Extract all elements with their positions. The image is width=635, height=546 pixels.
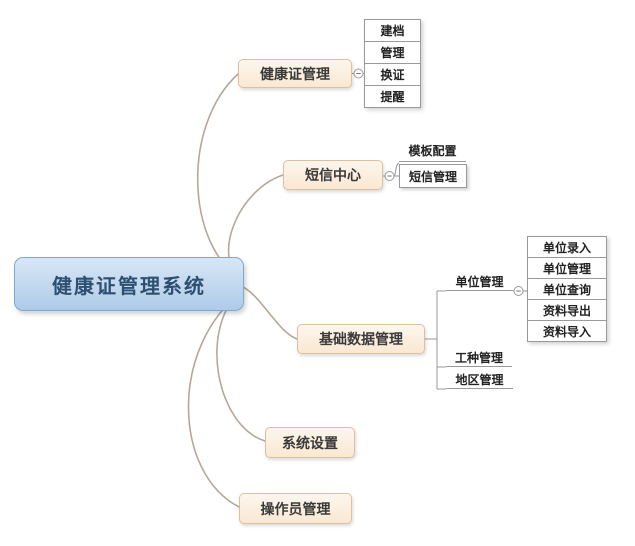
node-region-mgmt[interactable]: 地区管理	[446, 373, 513, 389]
collapse-toggle-sms[interactable]	[384, 171, 395, 181]
edge-root-cert	[196, 73, 244, 282]
edge-root-basic	[242, 286, 298, 340]
collapse-toggles	[353, 68, 524, 296]
collapse-toggle-unit[interactable]	[513, 286, 524, 296]
cert-leaf-remind[interactable]: 提醒	[364, 85, 421, 108]
edge-root-settings	[216, 288, 266, 442]
root-node[interactable]: 健康证管理系统	[14, 257, 244, 311]
edge-root-operator	[187, 290, 244, 508]
branch-sms-center[interactable]: 短信中心	[283, 160, 383, 190]
unit-leaf-export[interactable]: 资料导出	[527, 299, 607, 321]
node-job-type-mgmt[interactable]: 工种管理	[446, 351, 512, 367]
unit-leaf-manage[interactable]: 单位管理	[527, 257, 607, 279]
branch-health-cert-mgmt[interactable]: 健康证管理	[238, 59, 352, 88]
sms-leaf-template-config[interactable]: 模板配置	[399, 141, 466, 162]
cert-children-stack: 建档 管理 换证 提醒	[364, 19, 421, 108]
branch-basic-data-mgmt[interactable]: 基础数据管理	[297, 324, 425, 354]
unit-leaf-query[interactable]: 单位查询	[527, 278, 607, 300]
cert-leaf-archive[interactable]: 建档	[364, 19, 421, 42]
collapse-toggle-cert[interactable]	[353, 68, 364, 79]
unit-leaf-import[interactable]: 资料导入	[527, 320, 607, 342]
unit-leaf-entry[interactable]: 单位录入	[527, 236, 607, 258]
branch-operator-mgmt[interactable]: 操作员管理	[239, 493, 352, 524]
sms-leaf-sms-manage[interactable]: 短信管理	[399, 164, 467, 188]
cert-leaf-manage[interactable]: 管理	[364, 41, 421, 64]
branch-system-settings[interactable]: 系统设置	[265, 427, 355, 458]
cert-leaf-renew[interactable]: 换证	[364, 63, 421, 86]
unit-children-stack: 单位录入 单位管理 单位查询 资料导出 资料导入	[527, 236, 607, 342]
node-unit-mgmt[interactable]: 单位管理	[446, 275, 513, 291]
